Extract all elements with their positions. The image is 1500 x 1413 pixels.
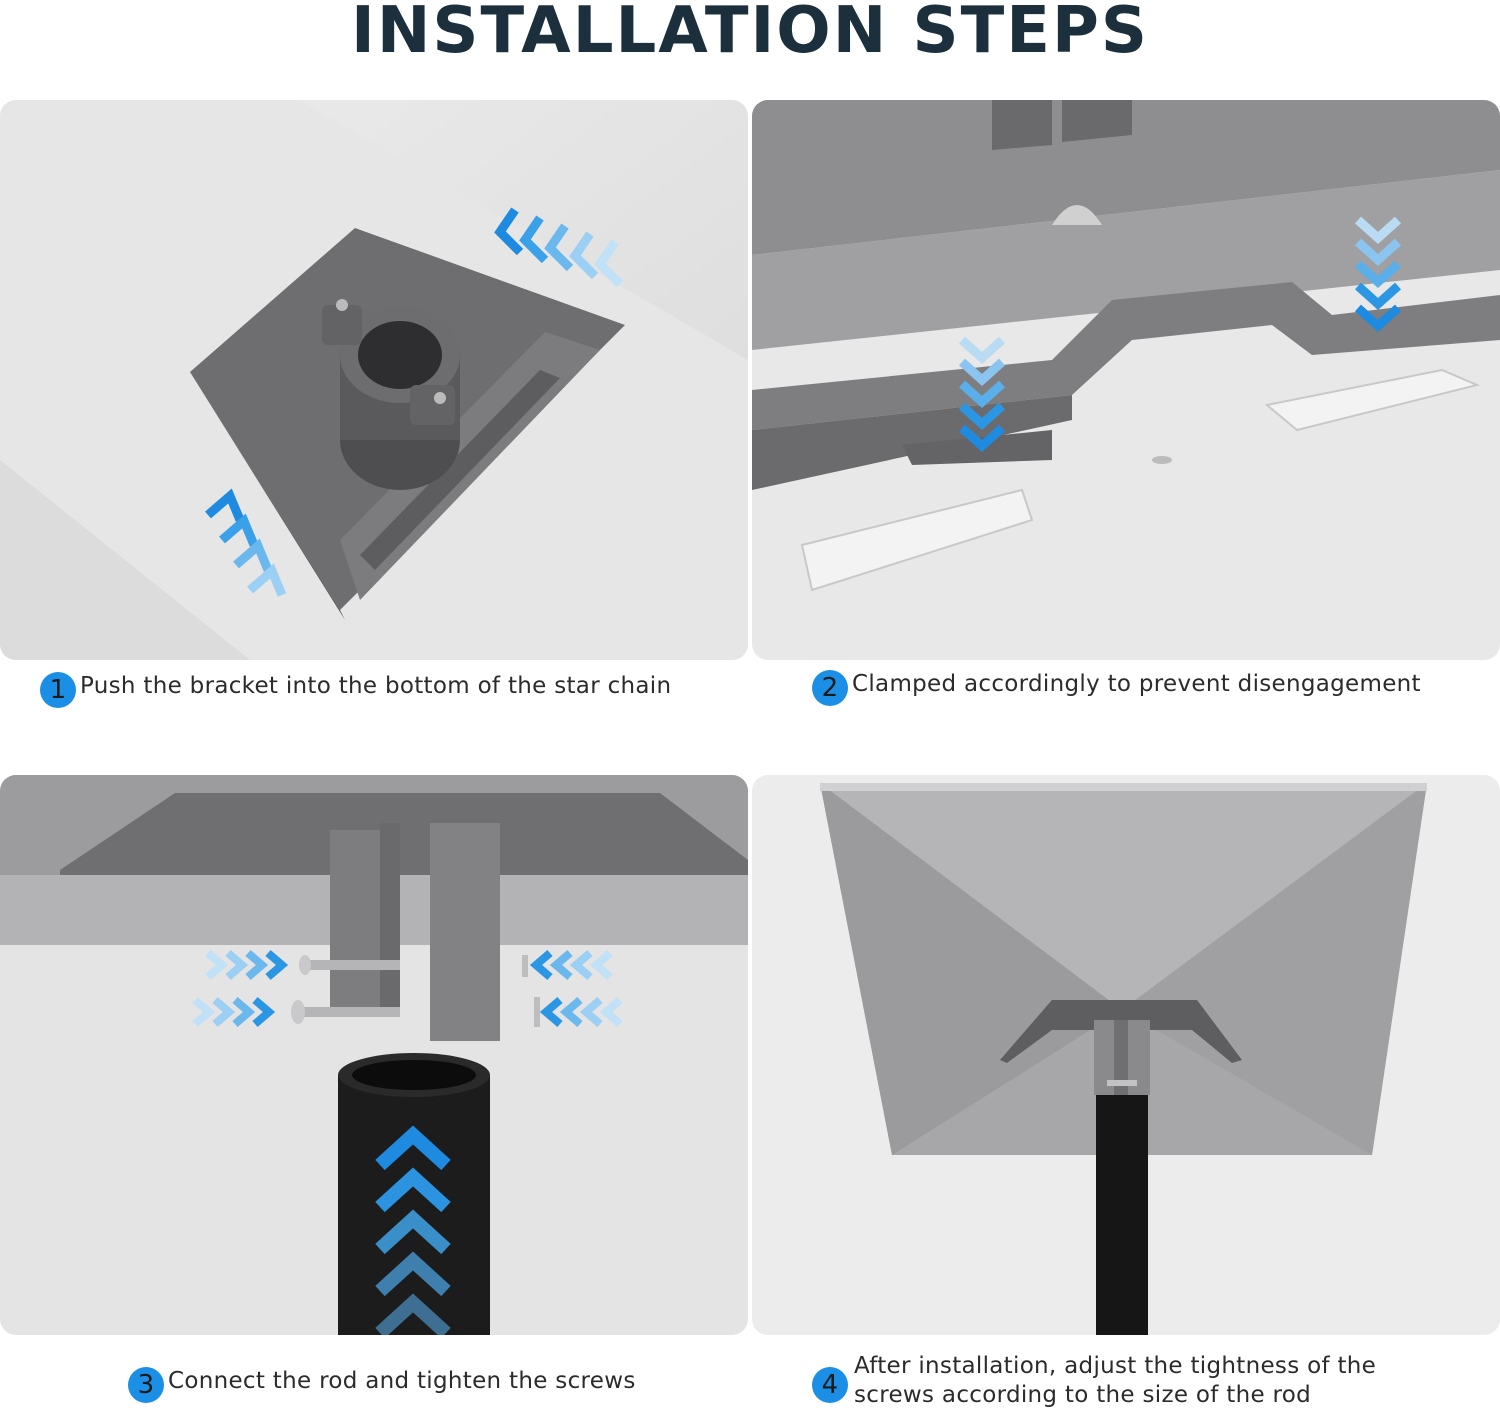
step-3-caption: 3 Connect the rod and tighten the screws <box>128 1367 636 1403</box>
step-1-text: Push the bracket into the bottom of the … <box>80 673 672 699</box>
bracket-push-illustration <box>0 100 748 660</box>
step-number-badge: 1 <box>40 672 76 708</box>
step-2-image <box>752 100 1500 660</box>
arrow-left-icon <box>494 207 624 288</box>
page-title: INSTALLATION STEPS <box>351 0 1149 68</box>
step-2-caption: 2 Clamped accordingly to prevent disenga… <box>812 670 1421 706</box>
step-2-text: Clamped accordingly to prevent disengage… <box>852 671 1421 697</box>
step-4-caption: 4 After installation, adjust the tightne… <box>812 1352 1376 1410</box>
arrow-left-icon <box>529 949 623 1028</box>
step-number-badge: 4 <box>812 1367 848 1403</box>
arrow-right-icon <box>192 949 289 1028</box>
step-number-badge: 3 <box>128 1367 164 1403</box>
step-3-text: Connect the rod and tighten the screws <box>168 1368 636 1394</box>
arrow-down-icon <box>958 336 1006 453</box>
step-4-text-line-2: screws according to the size of the rod <box>854 1382 1312 1408</box>
step-1-image <box>0 100 748 660</box>
step-4-image <box>752 775 1500 1335</box>
rod-screws-illustration <box>0 775 748 1335</box>
step-4-text-line-1: After installation, adjust the tightness… <box>854 1353 1377 1379</box>
step-number-badge: 2 <box>812 670 848 706</box>
arrow-up-icon <box>375 1125 451 1335</box>
arrow-up-icon <box>205 488 287 597</box>
step-1-caption: 1 Push the bracket into the bottom of th… <box>40 672 671 708</box>
step-3-image <box>0 775 748 1335</box>
finished-mount-illustration <box>752 775 1500 1335</box>
arrow-down-icon <box>1354 216 1402 333</box>
clamp-illustration <box>752 100 1500 660</box>
